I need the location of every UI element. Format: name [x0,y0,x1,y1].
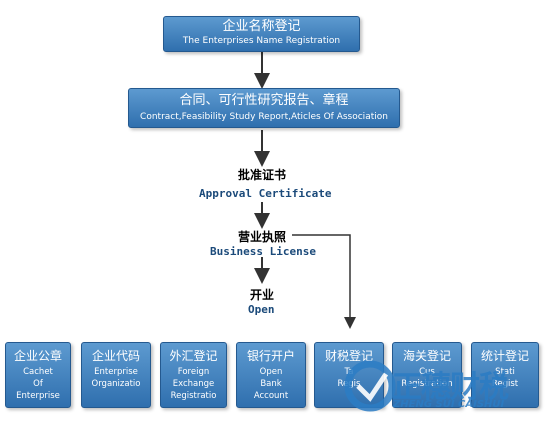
license-label-en: Business License [210,245,316,258]
watermark-text-cn: 正穗财税 [392,370,509,405]
registration-tax-cn: 财税登记 [324,349,373,363]
contract-box: 合同、可行性研究报告、章程 Contract,Feasibility Study… [128,88,400,128]
arrow-license-to-registrations [292,234,356,329]
registration-customs-cn: 海关登记 [402,349,451,363]
registration-bank-cn: 银行开户 [246,349,295,363]
approval-label-cn: 批准证书 [238,168,287,182]
registration-forex-cn: 外汇登记 [169,349,218,363]
open-label-cn: 开业 [250,288,275,302]
contract-cn: 合同、可行性研究报告、章程 [179,93,349,108]
registration-code-en: Enterprise Organizatio [91,367,141,389]
approval-label-en: Approval Certificate [199,187,332,200]
watermark-logo [344,360,396,412]
registration-cachet-en: Cachet Of Enterprise [16,367,60,401]
registration-bank-en: Open Bank Account [253,367,289,401]
registration-code: 企业代码 Enterprise Organizatio [81,342,151,408]
open-label-en: Open [248,303,275,316]
watermark-text-en: ZHENG SUI CAISHUI [393,399,505,410]
registration-forex: 外汇登记 Foreign Exchange Registratio [160,342,227,408]
registration-customs-en: Cus Registration [401,367,453,389]
registration-bank: 银行开户 Open Bank Account [236,342,306,408]
registration-forex-en: Foreign Exchange Registratio [170,367,217,401]
registration-code-cn: 企业代码 [91,349,140,363]
license-label-cn: 营业执照 [238,230,287,244]
registration-cachet-cn: 企业公章 [13,349,62,363]
name-registration-en: The Enterprises Name Registration [182,36,341,46]
registration-statistics-cn: 统计登记 [480,349,529,363]
name-registration-box: 企业名称登记 The Enterprises Name Registration [163,16,360,52]
contract-en: Contract,Feasibility Study Report,Aticle… [140,112,388,122]
registration-cachet: 企业公章 Cachet Of Enterprise [5,342,71,408]
registration-statistics: 统计登记 Stati Regist [471,342,539,408]
registration-statistics-en: Stati Regist [491,367,519,389]
registration-customs: 海关登记 Cus Registration [392,342,462,408]
watermark-logo-icon [344,360,396,412]
name-registration-cn: 企业名称登记 [222,19,301,34]
